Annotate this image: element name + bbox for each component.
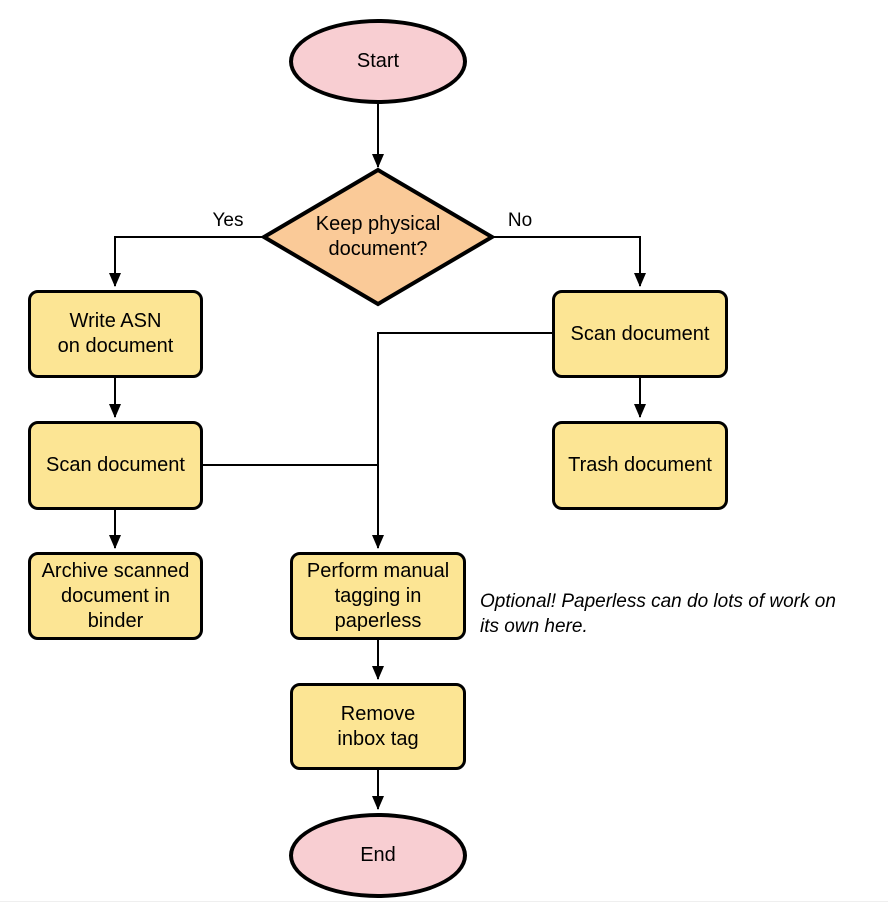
node-start-label: Start <box>356 50 400 72</box>
decision-diamond-shape <box>260 167 496 307</box>
node-write-asn-label: Write ASN on document <box>57 310 174 357</box>
edge-label-yes: Yes <box>212 210 244 231</box>
node-decision-label-box: Keep physical document? <box>280 205 476 269</box>
node-archive-binder: Archive scanned document in binder <box>28 552 203 640</box>
node-trash-document: Trash document <box>552 421 728 510</box>
node-scan-document-right: Scan document <box>552 290 728 378</box>
node-end: End <box>289 813 467 898</box>
node-archive-binder-label: Archive scanned document in binder <box>41 559 190 632</box>
edge-scan-right-to-tagging <box>372 332 552 549</box>
edge-label-no: No <box>507 210 533 231</box>
node-decision-label: Keep physical document? <box>315 213 441 260</box>
optional-note: Optional! Paperless can do lots of work … <box>480 591 836 637</box>
node-start: Start <box>289 19 467 104</box>
node-scan-document-left: Scan document <box>28 421 203 510</box>
node-scan-document-left-label: Scan document <box>46 454 185 476</box>
node-remove-inbox-tag-label: Remove inbox tag <box>337 702 419 750</box>
node-scan-document-right-label: Scan document <box>570 322 710 345</box>
node-manual-tagging: Perform manual tagging in paperless <box>290 552 466 640</box>
page-bottom-divider <box>0 901 888 902</box>
node-remove-inbox-tag: Remove inbox tag <box>290 683 466 770</box>
edge-decision-yes-to-write-asn <box>109 236 264 287</box>
edge-decision-no-to-scan <box>492 236 646 287</box>
node-end-label: End <box>360 844 396 866</box>
node-manual-tagging-label: Perform manual tagging in paperless <box>306 559 450 632</box>
node-trash-document-label: Trash document <box>568 454 712 476</box>
node-write-asn: Write ASN on document <box>28 290 203 378</box>
